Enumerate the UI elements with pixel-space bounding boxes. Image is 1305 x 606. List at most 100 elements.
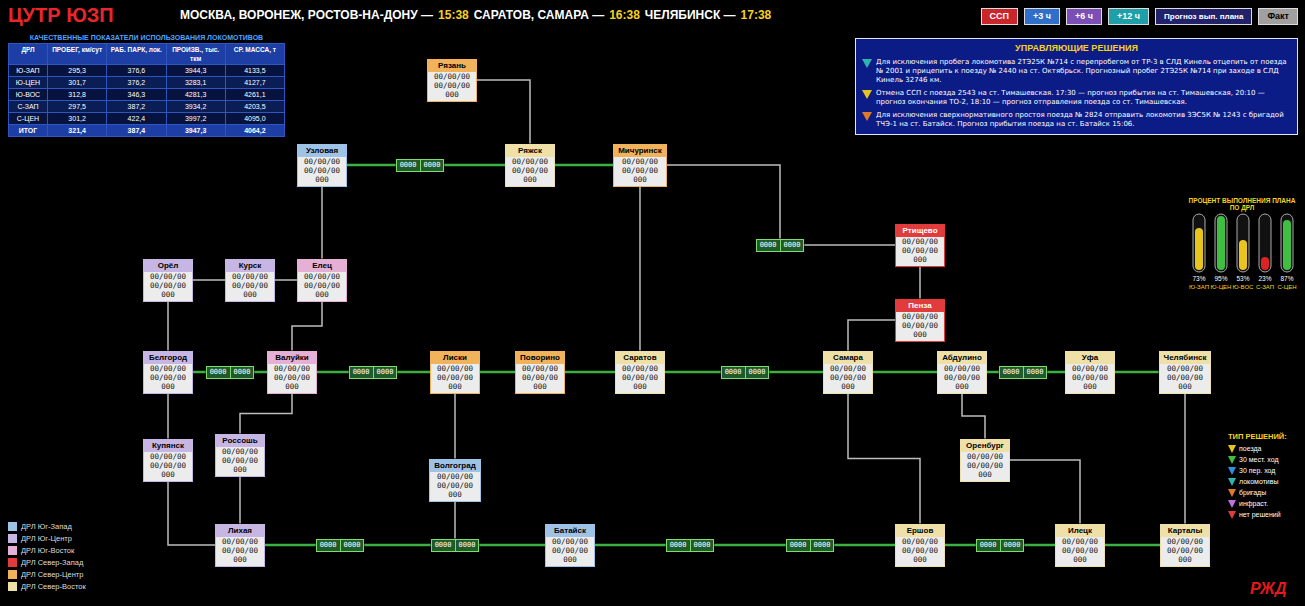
button-label: Факт xyxy=(1267,11,1289,22)
station-name: Курск xyxy=(226,260,274,272)
main-line xyxy=(364,544,430,547)
table-cell: 376,6 xyxy=(107,65,165,76)
station-time: 00/00/00 xyxy=(961,461,1009,470)
table-cell: 312,8 xyxy=(48,89,106,100)
station-name: Ртищево xyxy=(896,225,944,237)
station-time: 00/00/00 xyxy=(144,452,192,461)
section-count: 0000 xyxy=(317,540,341,551)
section-count: 0000 xyxy=(456,540,479,551)
table-cell: 4095,0 xyxy=(226,113,284,124)
mode-button: Факт xyxy=(1258,8,1298,25)
table-cell: Ю-ЗАП xyxy=(9,65,47,76)
legend-row: 30 пер. ход xyxy=(1228,465,1287,476)
station-box: Пенза00/00/0000/00/00000 xyxy=(895,299,945,342)
station-time: 00/00/00 xyxy=(430,481,479,490)
gauge-title: ПРОЦЕНТ ВЫПОЛНЕНИЯ ПЛАНА ПО ДРЛ xyxy=(1186,197,1298,211)
button-label: Прогноз вып. плана xyxy=(1164,11,1243,22)
table-grid: ДРЛПРОБЕГ, км/сутРАБ. ПАРК, лок.ПРОИЗВ.,… xyxy=(8,43,285,137)
main-line xyxy=(193,371,206,374)
station-time: 00/00/00 xyxy=(616,364,664,373)
table-cell: 3934,2 xyxy=(167,101,225,112)
station-box: Купянск00/00/0000/00/00000 xyxy=(143,439,193,482)
branch-line xyxy=(962,394,985,439)
table-cell: С-ЗАП xyxy=(9,101,47,112)
section-count: 0000 xyxy=(691,540,714,551)
section-count: 0000 xyxy=(722,367,746,378)
gauge-name: Ю-ЗАП xyxy=(1188,284,1210,290)
station-time: 00/00/00 xyxy=(268,373,316,382)
gauge-percent: 73% xyxy=(1188,275,1210,282)
station-time: 00/00/00 xyxy=(938,373,986,382)
branch-line xyxy=(275,279,297,281)
section-count: 0000 xyxy=(397,160,421,171)
branch-line xyxy=(804,244,895,246)
section-count: 0000 xyxy=(1000,367,1024,378)
gauge-percent: 53% xyxy=(1232,275,1254,282)
station-time: 00/00/00 xyxy=(144,373,192,382)
station-name: Белгород xyxy=(144,352,192,364)
gauge-tube xyxy=(1281,214,1293,272)
branch-line xyxy=(1010,460,1080,524)
legend-text: 30 мест. ход xyxy=(1239,456,1279,463)
triangle-shape xyxy=(1228,456,1236,464)
station-count: 000 xyxy=(144,290,192,299)
decision-icon xyxy=(862,112,872,121)
legend-heading: ТИП РЕШЕНИЙ: xyxy=(1228,432,1287,441)
branch-line xyxy=(454,394,456,459)
station-count: 000 xyxy=(896,330,944,339)
station-name: Пенза xyxy=(896,300,944,312)
station-time: 00/00/00 xyxy=(226,272,274,281)
mode-button: +12 ч xyxy=(1108,8,1149,25)
station-time: 00/00/00 xyxy=(428,72,476,81)
section-count: 0000 xyxy=(781,240,804,251)
section-count: 0000 xyxy=(977,540,1001,551)
triangle-shape xyxy=(1228,445,1236,453)
station-name: Ряжск xyxy=(506,145,554,157)
station-name: Россошь xyxy=(216,435,264,447)
branch-line xyxy=(240,394,292,434)
table-cell: 387,2 xyxy=(107,101,165,112)
station-box: Карталы00/00/0000/00/00000 xyxy=(1160,524,1210,567)
branch-line xyxy=(1184,394,1186,524)
station-box: Мичуринск00/00/0000/00/00000 xyxy=(613,144,667,187)
branch-line xyxy=(919,267,921,299)
table-cell: 301,2 xyxy=(48,113,106,124)
decision-text: Для исключения сверхнормативного простоя… xyxy=(862,111,1291,129)
section-count: 0000 xyxy=(341,540,364,551)
table-header-cell: ПРОБЕГ, км/сут xyxy=(48,44,106,64)
section-box: 00000000 xyxy=(756,239,805,252)
section-count: 0000 xyxy=(811,540,834,551)
station-time: 00/00/00 xyxy=(144,281,192,290)
station-time: 00/00/00 xyxy=(298,166,346,175)
station-time: 00/00/00 xyxy=(430,472,479,481)
station-time: 00/00/00 xyxy=(298,272,346,281)
gauge-tubes xyxy=(1193,214,1293,272)
station-time: 00/00/00 xyxy=(614,166,666,175)
section-count: 0000 xyxy=(757,240,781,251)
station-name: Уфа xyxy=(1066,352,1114,364)
time-value: 16:38 xyxy=(609,8,640,22)
station-name: Ершов xyxy=(896,525,944,537)
station-name: Илецк xyxy=(1056,525,1104,537)
section-count: 0000 xyxy=(432,540,456,551)
station-time: 00/00/00 xyxy=(516,364,564,373)
section-box: 00000000 xyxy=(786,539,835,552)
station-time: 00/00/00 xyxy=(216,546,264,555)
station-count: 000 xyxy=(144,382,192,391)
table-cell: 376,2 xyxy=(107,77,165,88)
table-cell: 3947,3 xyxy=(167,125,225,136)
station-time: 00/00/00 xyxy=(226,281,274,290)
station-time: 00/00/00 xyxy=(1056,546,1104,555)
station-box: Оренбург00/00/0000/00/00000 xyxy=(960,439,1010,482)
decision-legend: ТИП РЕШЕНИЙ:поезда30 мест. ход30 пер. хо… xyxy=(1228,432,1287,520)
station-box: Елец00/00/0000/00/00000 xyxy=(297,259,347,302)
station-time: 00/00/00 xyxy=(824,364,872,373)
button-label: +12 ч xyxy=(1117,11,1140,22)
station-name: Волгоград xyxy=(430,460,479,472)
legend-triangle xyxy=(1228,489,1236,497)
region-list: МОСКВА, ВОРОНЕЖ, РОСТОВ-НА-ДОНУ — xyxy=(180,8,433,22)
gauge-name: С-ЦЕН xyxy=(1276,284,1298,290)
station-count: 000 xyxy=(268,382,316,391)
gauge-tube xyxy=(1193,214,1205,272)
